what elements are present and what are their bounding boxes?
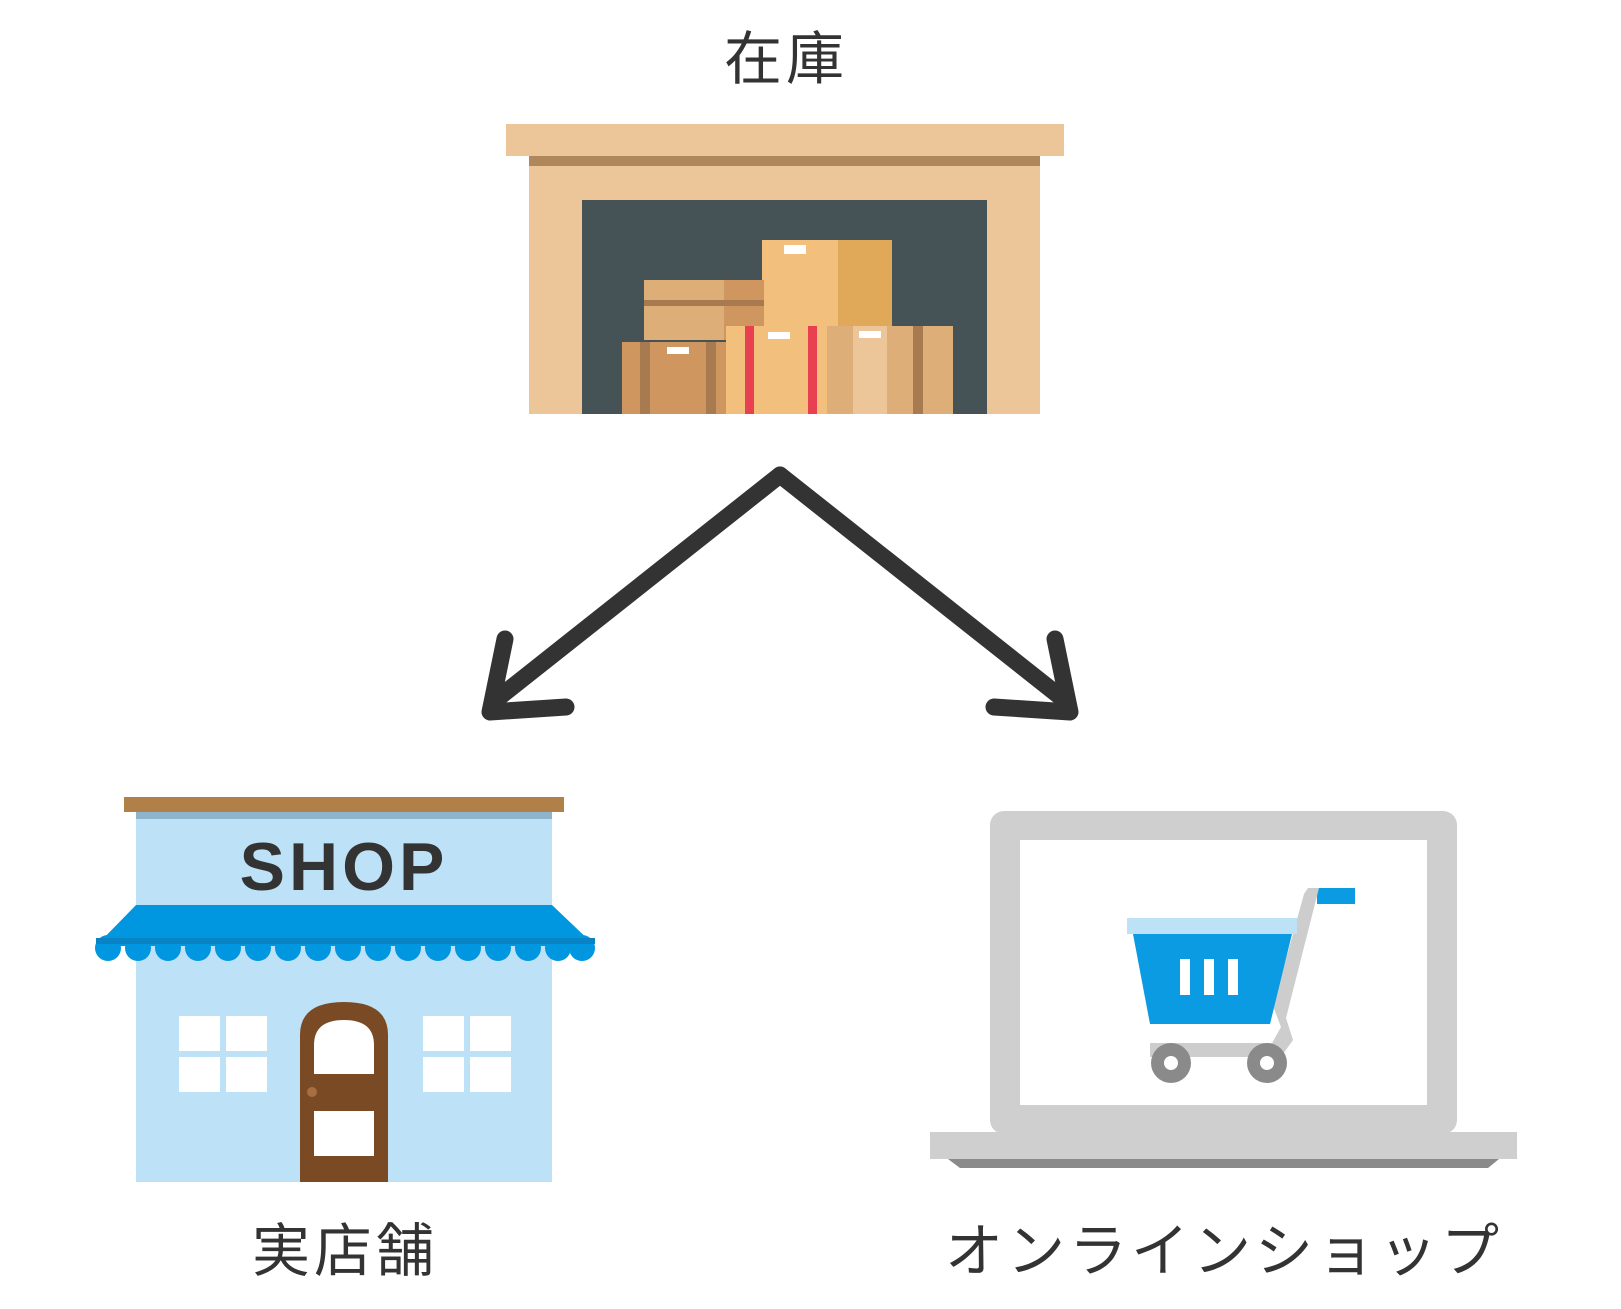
inventory-label: 在庫 <box>723 25 849 93</box>
arrow-right-down-icon <box>771 466 1072 708</box>
shop-window-right <box>423 1016 511 1092</box>
online-shop-label: オンラインショップ <box>944 1217 1504 1285</box>
store-label: 実店舗 <box>251 1217 439 1285</box>
shop-sign: SHOP <box>240 829 449 905</box>
arrow-left-down-icon <box>488 466 789 708</box>
shopping-cart-icon <box>1127 888 1355 1083</box>
arrow-right-head <box>985 630 1079 721</box>
boxes-stack <box>622 240 953 414</box>
shop-icon: SHOP <box>95 797 595 1182</box>
shop-window-left <box>179 1016 267 1092</box>
warehouse-icon <box>506 124 1064 414</box>
shop-door <box>300 1002 388 1182</box>
arrow-left-head <box>481 630 575 721</box>
